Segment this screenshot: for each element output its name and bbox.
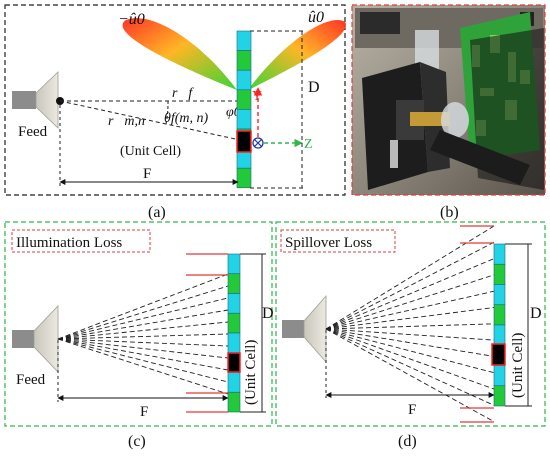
array-cell	[227, 253, 241, 275]
feed-ray	[57, 338, 229, 395]
f-label-c: F	[140, 404, 148, 420]
array-cell	[227, 391, 241, 413]
feed-ray	[57, 338, 229, 383]
beam-u0	[248, 19, 346, 90]
feed-ray	[57, 285, 229, 340]
panel-c-title: Illumination Loss	[16, 235, 122, 251]
panel-b	[351, 4, 546, 196]
feed-ray	[325, 328, 495, 406]
panel-d-title: Spillover Loss	[285, 235, 372, 251]
array-cell	[227, 293, 241, 314]
feed-ray	[57, 333, 229, 340]
feed-ray	[325, 328, 495, 341]
unit-cell-highlight-c	[227, 352, 241, 373]
feed-ray	[325, 307, 495, 330]
feed-label: Feed	[18, 124, 48, 140]
feed-ray	[57, 297, 229, 340]
y-axis-label: Y	[252, 89, 262, 104]
d-label-d: D	[530, 305, 542, 322]
d-label: D	[308, 79, 320, 96]
feed-ray	[57, 338, 229, 359]
feed-horn-icon	[282, 294, 327, 364]
panel-c: Illumination Loss Feed D (Unit Cell) F	[4, 221, 274, 427]
feed-ray	[57, 309, 229, 340]
theta-label: θf(m, n)	[164, 111, 209, 126]
illumination-rays	[57, 273, 229, 395]
array-cell	[493, 385, 506, 407]
f-label: F	[143, 166, 151, 182]
array-cell	[236, 167, 252, 189]
feed-ray	[325, 241, 495, 330]
unit-cell-label-d: (Unit Cell)	[510, 333, 526, 398]
panel-a-frame	[4, 4, 346, 196]
panel-d-title-box	[280, 229, 396, 253]
feed-ray	[57, 273, 229, 340]
feed-ray	[325, 328, 495, 357]
beam-neg-u0	[122, 18, 237, 90]
panel-d: Spillover Loss D (Unit Cell) F	[275, 221, 546, 427]
unit-cell-highlight	[236, 130, 252, 153]
feed-ray	[325, 328, 495, 374]
coord-x-mark-2	[254, 139, 262, 147]
array-cell	[493, 324, 506, 346]
caption-d: (d)	[398, 433, 417, 450]
u0-label: û0	[308, 9, 324, 26]
array-cell	[493, 284, 506, 306]
feed-ray	[57, 321, 229, 340]
feed-horn-icon	[12, 305, 59, 373]
unit-cell-label-c: (Unit Cell)	[243, 340, 259, 405]
feed-ray	[57, 338, 229, 347]
rf-label: r⃗f	[172, 86, 194, 101]
feed-ray	[325, 258, 495, 330]
panel-a: Feed −û0 û0 r⃗f r⃗m,n θf(m, n) φ0 (Unit …	[4, 4, 346, 196]
caption-a: (a)	[148, 204, 166, 221]
array-cell	[236, 69, 252, 91]
array-cell	[236, 109, 252, 130]
array-cell	[493, 243, 506, 265]
unit-cell-label: (Unit Cell)	[120, 144, 181, 159]
measurement-photo	[355, 8, 544, 190]
feed-label-c: Feed	[16, 372, 46, 388]
theta-arc	[165, 100, 169, 125]
neg-u0-label: −û0	[118, 11, 145, 28]
array-cell	[227, 312, 241, 334]
feed-ray	[325, 323, 495, 330]
feed-ray	[57, 338, 229, 371]
d-label-c: D	[262, 305, 274, 322]
ray-rmn	[59, 100, 241, 141]
reflectarray-column-d	[493, 243, 506, 407]
reflectarray-column-c	[227, 253, 241, 413]
feed-ray	[325, 290, 495, 330]
caption-c: (c)	[128, 433, 146, 450]
caption-b: (b)	[440, 204, 459, 221]
unit-cell-highlight-d	[491, 343, 506, 366]
feed-ray	[325, 274, 495, 330]
array-cell	[236, 89, 252, 110]
panel-c-title-box	[11, 229, 151, 253]
reflectarray-column	[236, 30, 252, 189]
spillover-rays	[325, 225, 495, 422]
array-cell	[227, 273, 241, 294]
array-cell	[493, 304, 506, 326]
array-cell	[493, 263, 506, 285]
array-cell	[493, 365, 506, 387]
feed-horn-icon	[12, 71, 59, 129]
array-cell	[236, 30, 252, 51]
f-label-d: F	[408, 402, 416, 418]
rmn-label: r⃗m,n	[108, 114, 145, 129]
array-cell	[227, 332, 241, 354]
z-axis-label: Z	[304, 137, 313, 152]
edge-markers-d	[460, 225, 494, 423]
edge-markers-c	[186, 253, 228, 413]
panel-d-frame	[275, 221, 546, 427]
array-cell	[227, 372, 241, 393]
panel-c-frame	[4, 221, 273, 427]
array-cell	[236, 50, 252, 71]
feed-ray	[325, 328, 495, 390]
